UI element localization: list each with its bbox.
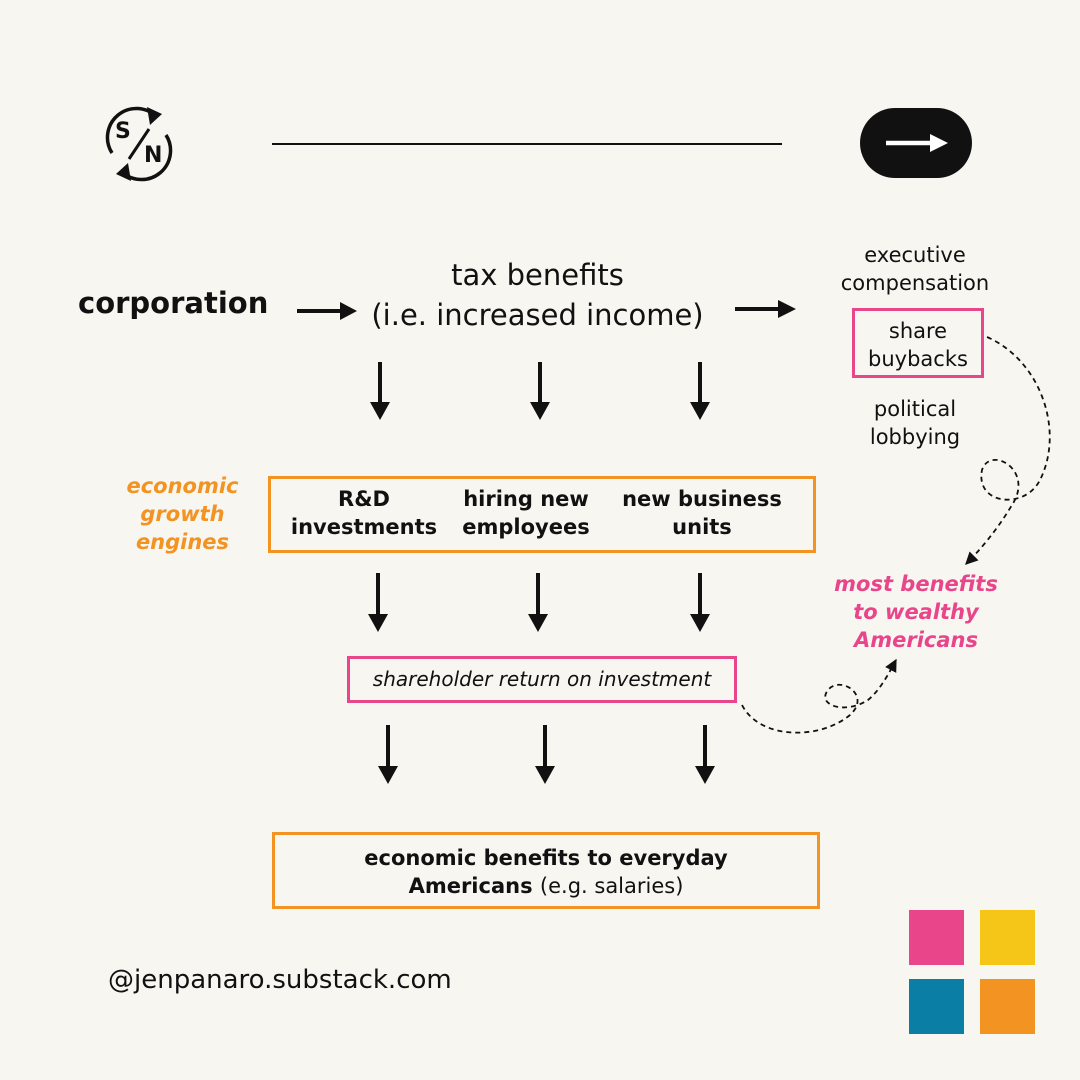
arrow-down-icon <box>370 362 390 420</box>
engine-business-units-line2: units <box>672 515 732 539</box>
engine-hiring-line2: employees <box>462 515 590 539</box>
logo-letter-n: N <box>144 143 163 168</box>
political-lobbying-line2: lobbying <box>869 425 961 449</box>
engine-rnd-line1: R&D <box>338 487 390 511</box>
everyday-benefits-main: Americans <box>408 874 533 898</box>
arrow-down-icon <box>535 725 555 784</box>
engine-hiring: hiring new employees <box>448 485 604 541</box>
wealthy-benefits-line2: to wealthy <box>853 600 979 624</box>
share-buybacks-box: share buybacks <box>852 308 984 378</box>
palette-square-yellow <box>980 910 1035 965</box>
growth-engines-label-line3: engines <box>135 530 230 554</box>
arrow-down-icon <box>530 362 550 420</box>
arrow-right-icon <box>886 134 948 152</box>
engine-rnd-line2: investments <box>290 515 438 539</box>
arrow-down-icon <box>528 573 548 632</box>
palette-square-blue <box>909 979 964 1034</box>
engine-rnd: R&D investments <box>282 485 446 541</box>
logo-letter-s: S <box>115 119 131 144</box>
executive-compensation: executive compensation <box>825 241 1005 297</box>
executive-compensation-line1: executive <box>864 243 966 267</box>
growth-engines-label-line2: growth <box>140 502 225 526</box>
arrow-down-icon <box>695 725 715 784</box>
engine-hiring-line1: hiring new <box>463 487 589 511</box>
substack-handle: @jenpanaro.substack.com <box>108 965 452 995</box>
arrow-down-icon <box>368 573 388 632</box>
growth-engines-label-line1: economic <box>126 474 239 498</box>
everyday-benefits-line1: economic benefits to everyday <box>364 846 728 870</box>
tax-benefits-line1: tax benefits <box>451 258 624 292</box>
tax-benefits: tax benefits (i.e. increased income) <box>345 255 730 335</box>
arrow-right-icon <box>735 300 796 318</box>
engine-business-units: new business units <box>606 485 798 541</box>
wealthy-benefits-line3: Americans <box>853 628 978 652</box>
engine-business-units-line1: new business <box>622 487 782 511</box>
logo: S N <box>100 105 178 183</box>
everyday-benefits-example: (e.g. salaries) <box>539 874 684 898</box>
tax-benefits-line2: (i.e. increased income) <box>371 298 704 332</box>
shareholder-return-box: shareholder return on investment <box>347 656 737 703</box>
wealthy-benefits-label: most benefits to wealthy Americans <box>825 570 1007 654</box>
share-buybacks-line2: buybacks <box>868 347 968 371</box>
palette-square-orange <box>980 979 1035 1034</box>
executive-compensation-line2: compensation <box>840 271 990 295</box>
next-button[interactable] <box>860 108 972 178</box>
arrow-down-icon <box>690 362 710 420</box>
growth-engines-label: economic growth engines <box>110 472 255 556</box>
arrow-down-icon <box>378 725 398 784</box>
political-lobbying-line1: political <box>873 397 957 421</box>
share-buybacks-line1: share <box>888 319 948 343</box>
everyday-benefits-line2: Americans (e.g. salaries) <box>275 872 817 900</box>
dashed-connector-roi <box>741 658 897 734</box>
everyday-benefits-box: economic benefits to everyday Americans … <box>272 832 820 909</box>
growth-engines-box <box>268 476 816 553</box>
political-lobbying: political lobbying <box>825 395 1005 451</box>
corporation-label: corporation <box>78 286 269 320</box>
arrow-down-icon <box>690 573 710 632</box>
wealthy-benefits-line1: most benefits <box>834 572 998 596</box>
cycle-arrows-icon <box>105 106 173 182</box>
palette-square-pink <box>909 910 964 965</box>
header-divider <box>272 143 782 145</box>
